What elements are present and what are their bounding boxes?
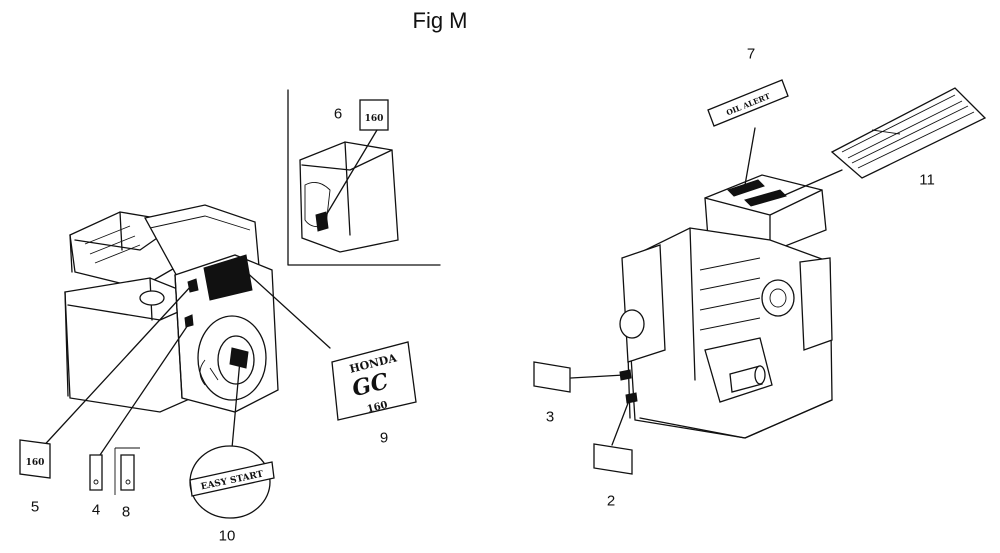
part-2-label	[593, 443, 633, 475]
part-4-label	[89, 454, 103, 491]
part-7-oil-alert-decal: OIL ALERT	[707, 79, 789, 127]
part-8-label	[114, 447, 140, 495]
callout-7: 7	[746, 45, 756, 63]
part-5-emblem: 160	[19, 439, 51, 479]
callout-4: 4	[91, 501, 101, 519]
inset-box: 160	[287, 89, 441, 266]
part-3-label	[533, 361, 571, 393]
part-9-honda-decal: HONDA GC 160	[331, 341, 417, 421]
callout-11: 11	[919, 171, 935, 189]
right-engine-illustration	[619, 174, 833, 439]
part-9-number: 160	[366, 400, 389, 416]
callout-8: 8	[121, 503, 131, 521]
part-10-recoil-emblem: EASY START	[189, 445, 275, 519]
part-11-decal	[830, 87, 987, 179]
inset-emblem-160	[359, 99, 389, 131]
callout-10: 10	[218, 527, 236, 545]
callout-3: 3	[545, 408, 555, 426]
part-5-number: 160	[26, 458, 45, 468]
callout-5: 5	[30, 498, 40, 516]
callout-9: 9	[379, 429, 389, 447]
left-leader-lines	[37, 267, 331, 456]
callout-2: 2	[606, 492, 616, 510]
right-leader-lines	[570, 127, 843, 446]
inset-emblem-number: 160	[365, 114, 384, 124]
left-engine-illustration	[64, 204, 279, 413]
callout-6: 6	[333, 105, 343, 123]
figure-title: Fig M	[412, 8, 468, 33]
